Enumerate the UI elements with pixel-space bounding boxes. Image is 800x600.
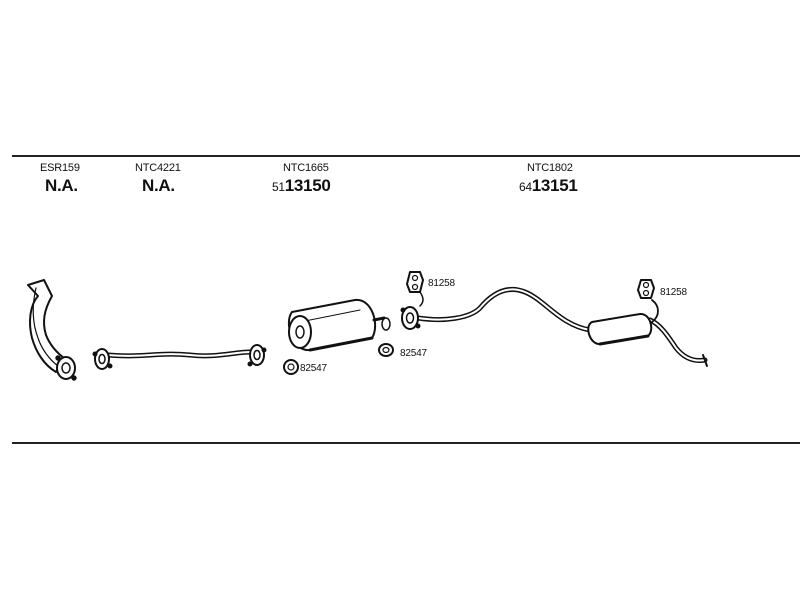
part-number-ntc1802: 6413151 bbox=[519, 176, 578, 196]
top-divider bbox=[12, 155, 800, 157]
part-number-prefix: 51 bbox=[272, 180, 285, 194]
part-number-main: N.A. bbox=[45, 176, 78, 195]
part-code-ntc1665: NTC1665 bbox=[283, 162, 329, 174]
part-code-ntc4221: NTC4221 bbox=[135, 162, 181, 174]
part-number-prefix: 64 bbox=[519, 180, 532, 194]
bottom-divider bbox=[12, 442, 800, 444]
intermediate-pipe bbox=[92, 344, 267, 370]
part-number-main: N.A. bbox=[142, 176, 175, 195]
rear-silencer-assembly bbox=[400, 286, 708, 367]
part-number-main: 13150 bbox=[284, 176, 331, 195]
ref-label-82547-b: 82547 bbox=[400, 348, 427, 359]
mounting-ring-82547-b bbox=[378, 343, 394, 357]
ref-label-81258-b: 81258 bbox=[660, 287, 687, 298]
part-code-ntc1802: NTC1802 bbox=[527, 162, 573, 174]
part-number-main: 13151 bbox=[531, 176, 578, 195]
ref-label-82547-a: 82547 bbox=[300, 363, 327, 374]
rubber-hanger-81258-b bbox=[637, 279, 655, 299]
front-silencer bbox=[287, 298, 391, 352]
part-number-esr159: N.A. bbox=[45, 176, 78, 196]
ref-label-81258-a: 81258 bbox=[428, 278, 455, 289]
rubber-hanger-81258-a bbox=[406, 271, 424, 307]
part-number-ntc1665: 5113150 bbox=[272, 176, 331, 196]
front-downpipe bbox=[27, 279, 77, 381]
part-code-esr159: ESR159 bbox=[40, 162, 80, 174]
mounting-ring-82547-a bbox=[283, 359, 299, 375]
part-number-ntc4221: N.A. bbox=[142, 176, 175, 196]
